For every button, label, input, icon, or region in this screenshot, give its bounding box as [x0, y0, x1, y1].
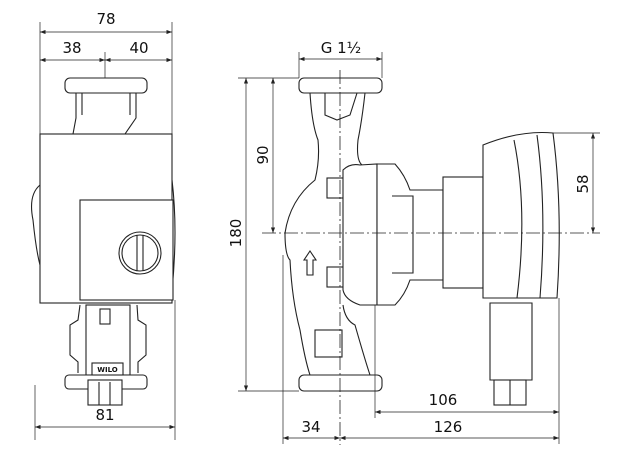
pump-head	[342, 163, 378, 306]
dim-label-40: 40	[129, 39, 148, 57]
bottom-flange-side	[298, 374, 383, 392]
motor-collar	[376, 163, 444, 306]
dim-label-58: 58	[574, 174, 592, 193]
electronic-module	[482, 132, 560, 299]
cable-plug	[87, 379, 123, 406]
dim-label-78: 78	[96, 10, 115, 28]
top-flange	[64, 77, 148, 94]
motor-stator	[442, 176, 484, 289]
top-flange-side	[298, 77, 383, 94]
side-view: G 1½ 180 90 58 106	[227, 39, 600, 445]
dim-label-106: 106	[429, 391, 458, 409]
svg-text:WILO: WILO	[97, 366, 118, 374]
front-view: 78 38 40 WILO 81	[31, 10, 176, 440]
dim-label-180: 180	[227, 219, 245, 248]
dim-label-126: 126	[434, 418, 463, 436]
dim-label-90: 90	[254, 145, 272, 164]
inlet-port	[314, 329, 343, 358]
speed-knob	[118, 231, 162, 275]
wilo-logo	[91, 362, 124, 376]
connector-housing	[489, 302, 533, 381]
dim-label-81: 81	[95, 406, 114, 424]
flow-arrow-icon	[302, 250, 318, 276]
dim-label-34: 34	[301, 418, 320, 436]
dim-label-38: 38	[62, 39, 81, 57]
dim-label-thread: G 1½	[321, 39, 361, 57]
